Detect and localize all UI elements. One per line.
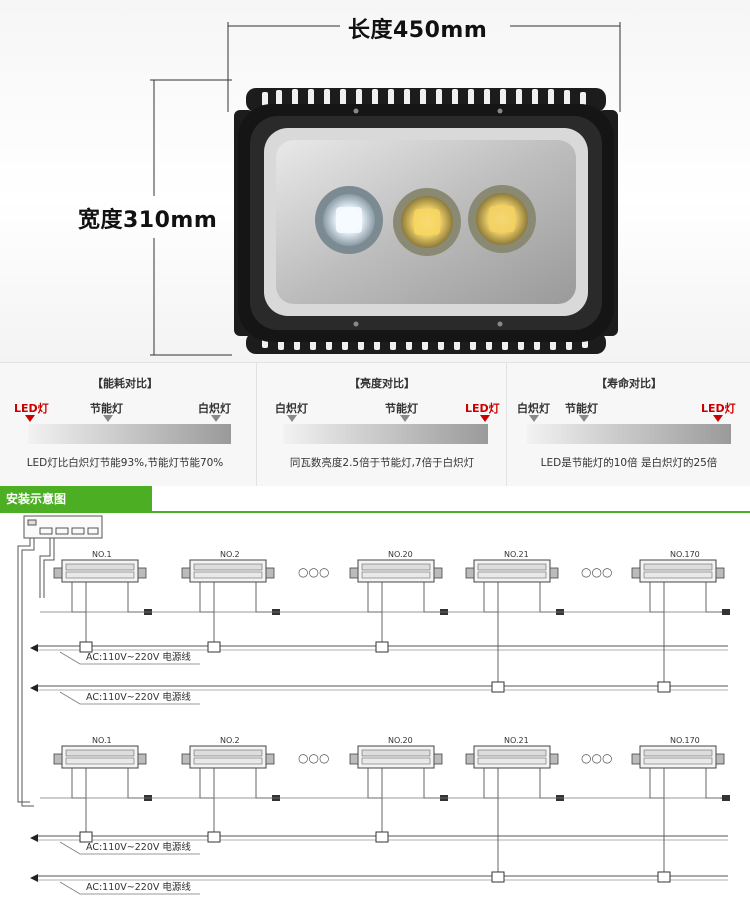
width-dimension-label: 宽度310mm bbox=[78, 208, 218, 233]
marker-grey-icon bbox=[529, 415, 539, 422]
lifespan-comparison: 【寿命对比】 白炽灯 节能灯 LED灯 LED是节能灯的10倍 是白炽灯的25倍 bbox=[506, 363, 750, 487]
lifespan-comparison-title: 【寿命对比】 bbox=[596, 377, 662, 390]
label-cfl: 节能灯 bbox=[385, 402, 418, 415]
installation-diagram: 安装示意图 bbox=[0, 486, 750, 902]
gradient-bar bbox=[527, 424, 731, 444]
header-divider bbox=[0, 511, 750, 513]
label-cfl: 节能灯 bbox=[565, 402, 598, 415]
length-dimension-label: 长度450mm bbox=[348, 18, 488, 43]
brightness-comparison: 【亮度对比】 白炽灯 节能灯 LED灯 同瓦数亮度2.5倍于节能灯,7倍于白炽灯 bbox=[256, 363, 507, 487]
wiring-diagram bbox=[17, 515, 103, 807]
marker-red-icon bbox=[480, 415, 490, 422]
installation-header: 安装示意图 bbox=[0, 486, 152, 512]
marker-red-icon bbox=[25, 415, 35, 422]
label-incandescent: 白炽灯 bbox=[198, 402, 231, 415]
lifespan-note: LED是节能灯的10倍 是白炽灯的25倍 bbox=[540, 457, 718, 469]
label-cfl: 节能灯 bbox=[90, 402, 123, 415]
comparison-panel: 【能耗对比】 LED灯 节能灯 白炽灯 LED灯比白炽灯节能93%,节能灯节能7… bbox=[0, 362, 750, 487]
label-led: LED灯 bbox=[701, 402, 736, 415]
energy-comparison-title: 【能耗对比】 bbox=[92, 377, 158, 390]
marker-grey-icon bbox=[287, 415, 297, 422]
label-incandescent: 白炽灯 bbox=[517, 402, 550, 415]
marker-red-icon bbox=[713, 415, 723, 422]
flood-light-photo bbox=[150, 22, 621, 356]
marker-grey-icon bbox=[211, 415, 221, 422]
energy-note: LED灯比白炽灯节能93%,节能灯节能70% bbox=[26, 457, 224, 469]
marker-grey-icon bbox=[579, 415, 589, 422]
product-hero: 长度450mm 宽度310mm bbox=[0, 0, 750, 362]
label-led: LED灯 bbox=[465, 402, 500, 415]
brightness-note: 同瓦数亮度2.5倍于节能灯,7倍于白炽灯 bbox=[289, 457, 475, 469]
brightness-comparison-title: 【亮度对比】 bbox=[349, 377, 415, 390]
gradient-bar bbox=[283, 424, 488, 444]
marker-grey-icon bbox=[103, 415, 113, 422]
label-incandescent: 白炽灯 bbox=[275, 402, 308, 415]
energy-comparison: 【能耗对比】 LED灯 节能灯 白炽灯 LED灯比白炽灯节能93%,节能灯节能7… bbox=[0, 363, 250, 487]
marker-grey-icon bbox=[400, 415, 410, 422]
gradient-bar bbox=[28, 424, 231, 444]
label-led: LED灯 bbox=[14, 402, 49, 415]
